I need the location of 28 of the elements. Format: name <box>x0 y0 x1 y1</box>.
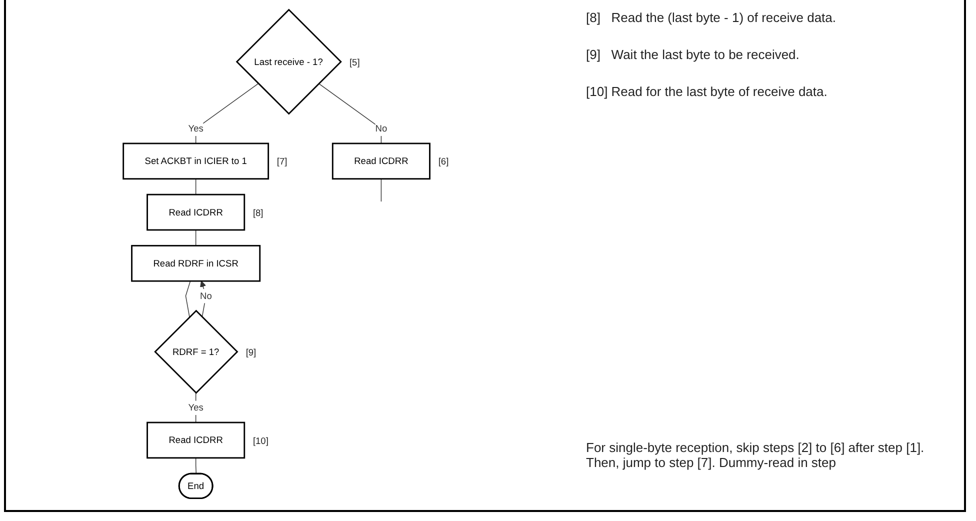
step-number: [5] <box>350 57 360 68</box>
step-number: [7] <box>276 156 288 167</box>
step-description: [9] Wait the last byte to be received. <box>586 47 800 62</box>
step-number: [8] <box>252 208 264 218</box>
connector <box>185 280 191 318</box>
edge-label: No <box>200 290 212 302</box>
connector <box>318 83 382 144</box>
step-number: [6] <box>438 156 449 167</box>
step-description: [8] Read the (last byte - 1) of receive data. <box>586 10 838 25</box>
step-description: [10] Read for the last byte of receive data. <box>586 84 828 99</box>
connector <box>195 458 197 474</box>
node-diamond: RDRF = 1? <box>154 310 238 394</box>
step-number: [10] <box>252 436 268 446</box>
node-box: Read RDRF in ICSR <box>131 244 261 282</box>
connector <box>195 83 259 144</box>
edge-label: Yes <box>188 123 204 134</box>
connector <box>380 178 382 202</box>
step-number: [9] <box>246 347 256 358</box>
node-box: Set ACKBT in ICIER to 1 <box>122 142 270 180</box>
edge-label: No <box>375 123 388 134</box>
connector <box>195 230 196 246</box>
edge-label: Yes <box>188 402 204 413</box>
node-box: Read ICDRR <box>146 422 246 459</box>
node-box: Read ICDRR <box>332 142 430 180</box>
connector <box>195 178 196 195</box>
node-box: Read ICDRR <box>146 194 246 231</box>
note-text: For single-byte reception, skip steps [2] to [6] after step [1]. Then, jump to step [7]. Dummy-read in step <box>586 440 926 470</box>
node-diamond: Last receive - 1? <box>236 8 342 115</box>
